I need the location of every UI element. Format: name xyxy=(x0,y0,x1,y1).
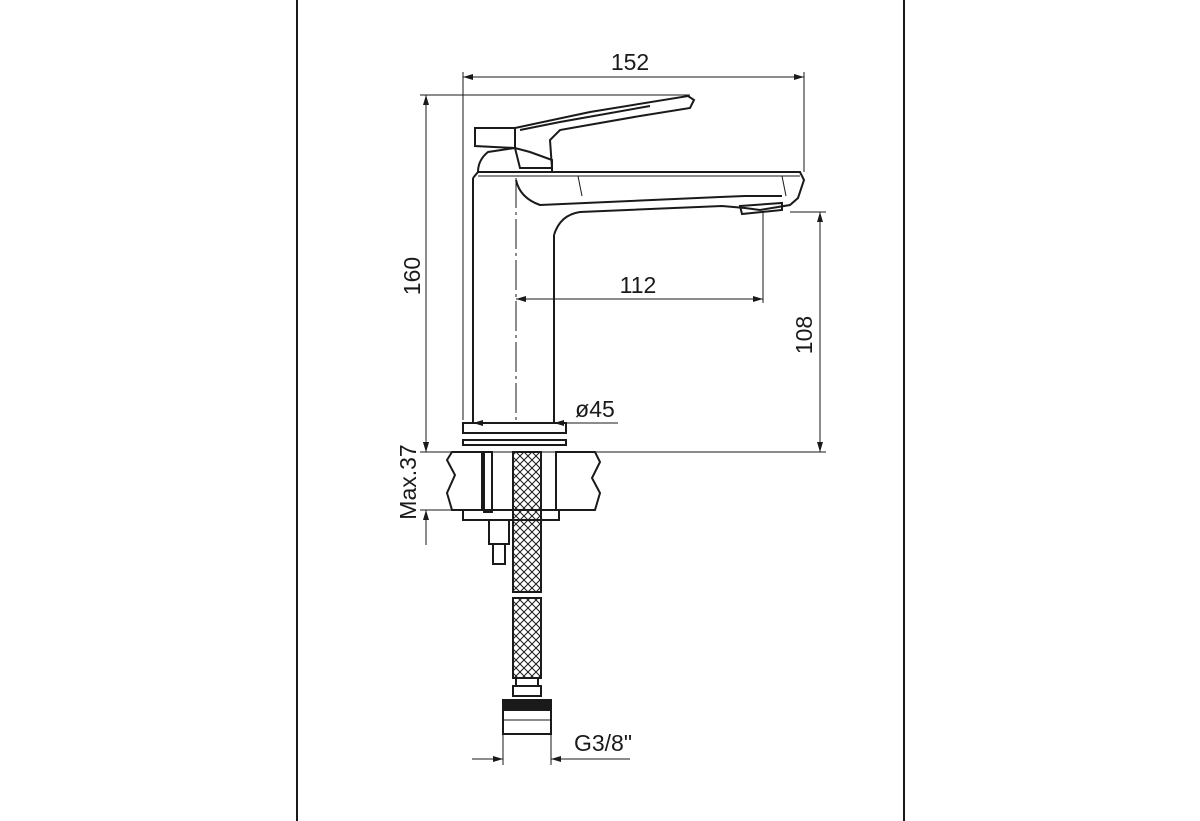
dim-label-152: 152 xyxy=(611,49,649,75)
dim-label-45: ø45 xyxy=(575,396,615,422)
hose-upper xyxy=(512,451,542,593)
dim-label-160: 160 xyxy=(399,257,425,295)
hose-lower xyxy=(512,597,542,679)
dim-label-108: 108 xyxy=(791,316,817,354)
dim-label-g38: G3/8" xyxy=(574,730,632,756)
faucet-body xyxy=(472,94,806,424)
mounting-base xyxy=(445,422,602,565)
hose-connector xyxy=(502,677,552,735)
dim-label-max37: Max.37 xyxy=(395,444,421,519)
dim-label-112: 112 xyxy=(620,272,657,298)
